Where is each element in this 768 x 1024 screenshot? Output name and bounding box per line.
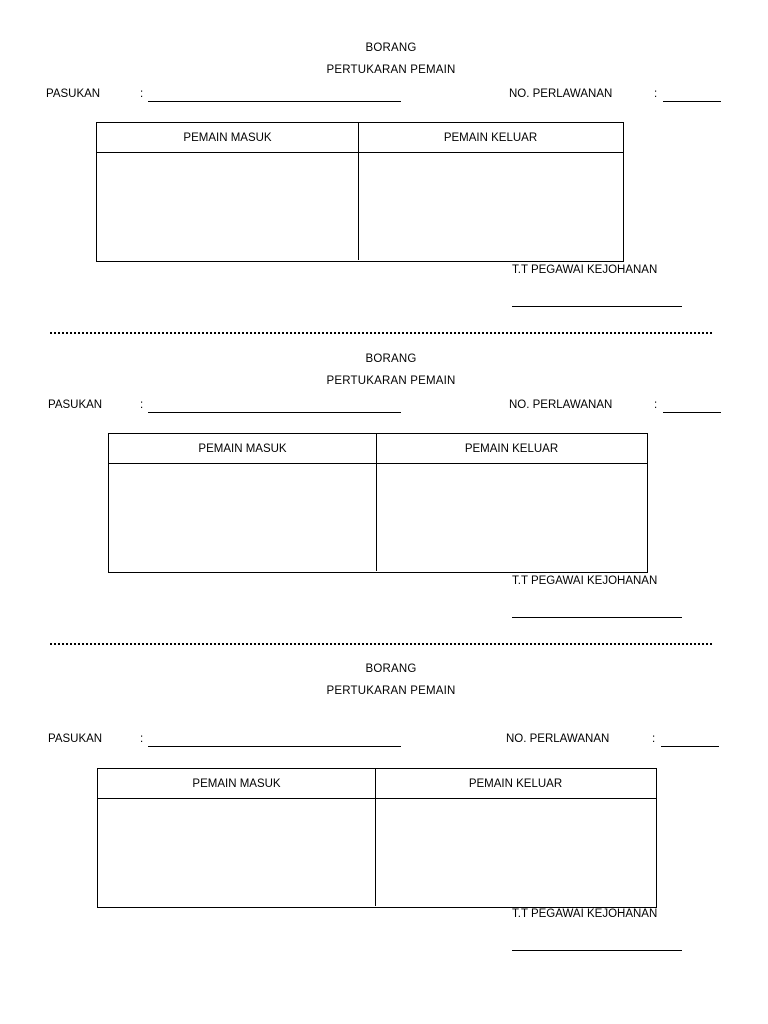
column-header-pemain-keluar: PEMAIN KELUAR [443,131,538,144]
match-no-colon: : [654,399,658,411]
form-heading-line1: BORANG [365,353,417,365]
column-header-pemain-masuk: PEMAIN MASUK [109,434,377,463]
form-separator-2 [50,643,712,645]
form-section-1: BORANG PERTUKARAN PEMAIN PASUKAN : NO. P… [0,42,768,307]
form-fields-row: PASUKAN : NO. PERLAWANAN : [0,88,768,110]
signature-label: T.T PEGAWAI KEJOHANAN [512,575,658,587]
table-body-row [109,464,647,571]
team-colon: : [140,733,144,745]
match-no-colon: : [652,733,656,745]
team-input[interactable] [148,733,401,747]
signature-line[interactable] [512,617,682,618]
column-header-pemain-keluar: PEMAIN KELUAR [464,442,559,455]
signature-line[interactable] [512,950,682,951]
cell-pemain-keluar[interactable] [376,799,655,906]
match-no-label: NO. PERLAWANAN [509,88,613,100]
match-no-input[interactable] [663,88,721,102]
form-section-2: BORANG PERTUKARAN PEMAIN PASUKAN : NO. P… [0,353,768,618]
column-header-pemain-masuk: PEMAIN MASUK [98,769,376,798]
form-heading-line2: PERTUKARAN PEMAIN [326,64,456,76]
match-no-input[interactable] [661,733,719,747]
signature-label: T.T PEGAWAI KEJOHANAN [512,264,658,276]
team-input[interactable] [148,399,401,413]
table-body-row [98,799,656,906]
signature-label: T.T PEGAWAI KEJOHANAN [512,908,658,920]
form-section-3: BORANG PERTUKARAN PEMAIN PASUKAN : NO. P… [0,663,768,951]
match-no-input[interactable] [663,399,721,413]
substitution-table: PEMAIN MASUK PEMAIN KELUAR [96,122,624,262]
substitution-table: PEMAIN MASUK PEMAIN KELUAR [108,433,648,573]
match-no-colon: : [654,88,658,100]
team-label: PASUKAN [48,399,103,411]
form-heading-line2: PERTUKARAN PEMAIN [326,375,456,387]
match-no-label: NO. PERLAWANAN [506,733,610,745]
column-header-pemain-keluar: PEMAIN KELUAR [468,777,563,790]
table-header-row: PEMAIN MASUK PEMAIN KELUAR [97,123,623,153]
form-fields-row: PASUKAN : NO. PERLAWANAN : [0,399,768,421]
cell-pemain-masuk[interactable] [109,464,377,571]
team-colon: : [140,88,144,100]
table-header-row: PEMAIN MASUK PEMAIN KELUAR [98,769,656,799]
column-header-pemain-masuk: PEMAIN MASUK [97,123,359,152]
cell-pemain-keluar[interactable] [359,153,622,260]
form-heading-line1: BORANG [365,42,417,54]
form-heading-line2: PERTUKARAN PEMAIN [326,685,456,697]
signature-line[interactable] [512,306,682,307]
team-colon: : [140,399,144,411]
team-input[interactable] [148,88,401,102]
table-body-row [97,153,623,260]
team-label: PASUKAN [46,88,101,100]
form-fields-row: PASUKAN : NO. PERLAWANAN : [0,733,768,755]
substitution-table: PEMAIN MASUK PEMAIN KELUAR [97,768,657,908]
cell-pemain-keluar[interactable] [377,464,646,571]
team-label: PASUKAN [48,733,103,745]
cell-pemain-masuk[interactable] [97,153,359,260]
form-heading-line1: BORANG [365,663,417,675]
cell-pemain-masuk[interactable] [98,799,376,906]
form-separator-1 [50,332,712,334]
match-no-label: NO. PERLAWANAN [509,399,613,411]
table-header-row: PEMAIN MASUK PEMAIN KELUAR [109,434,647,464]
